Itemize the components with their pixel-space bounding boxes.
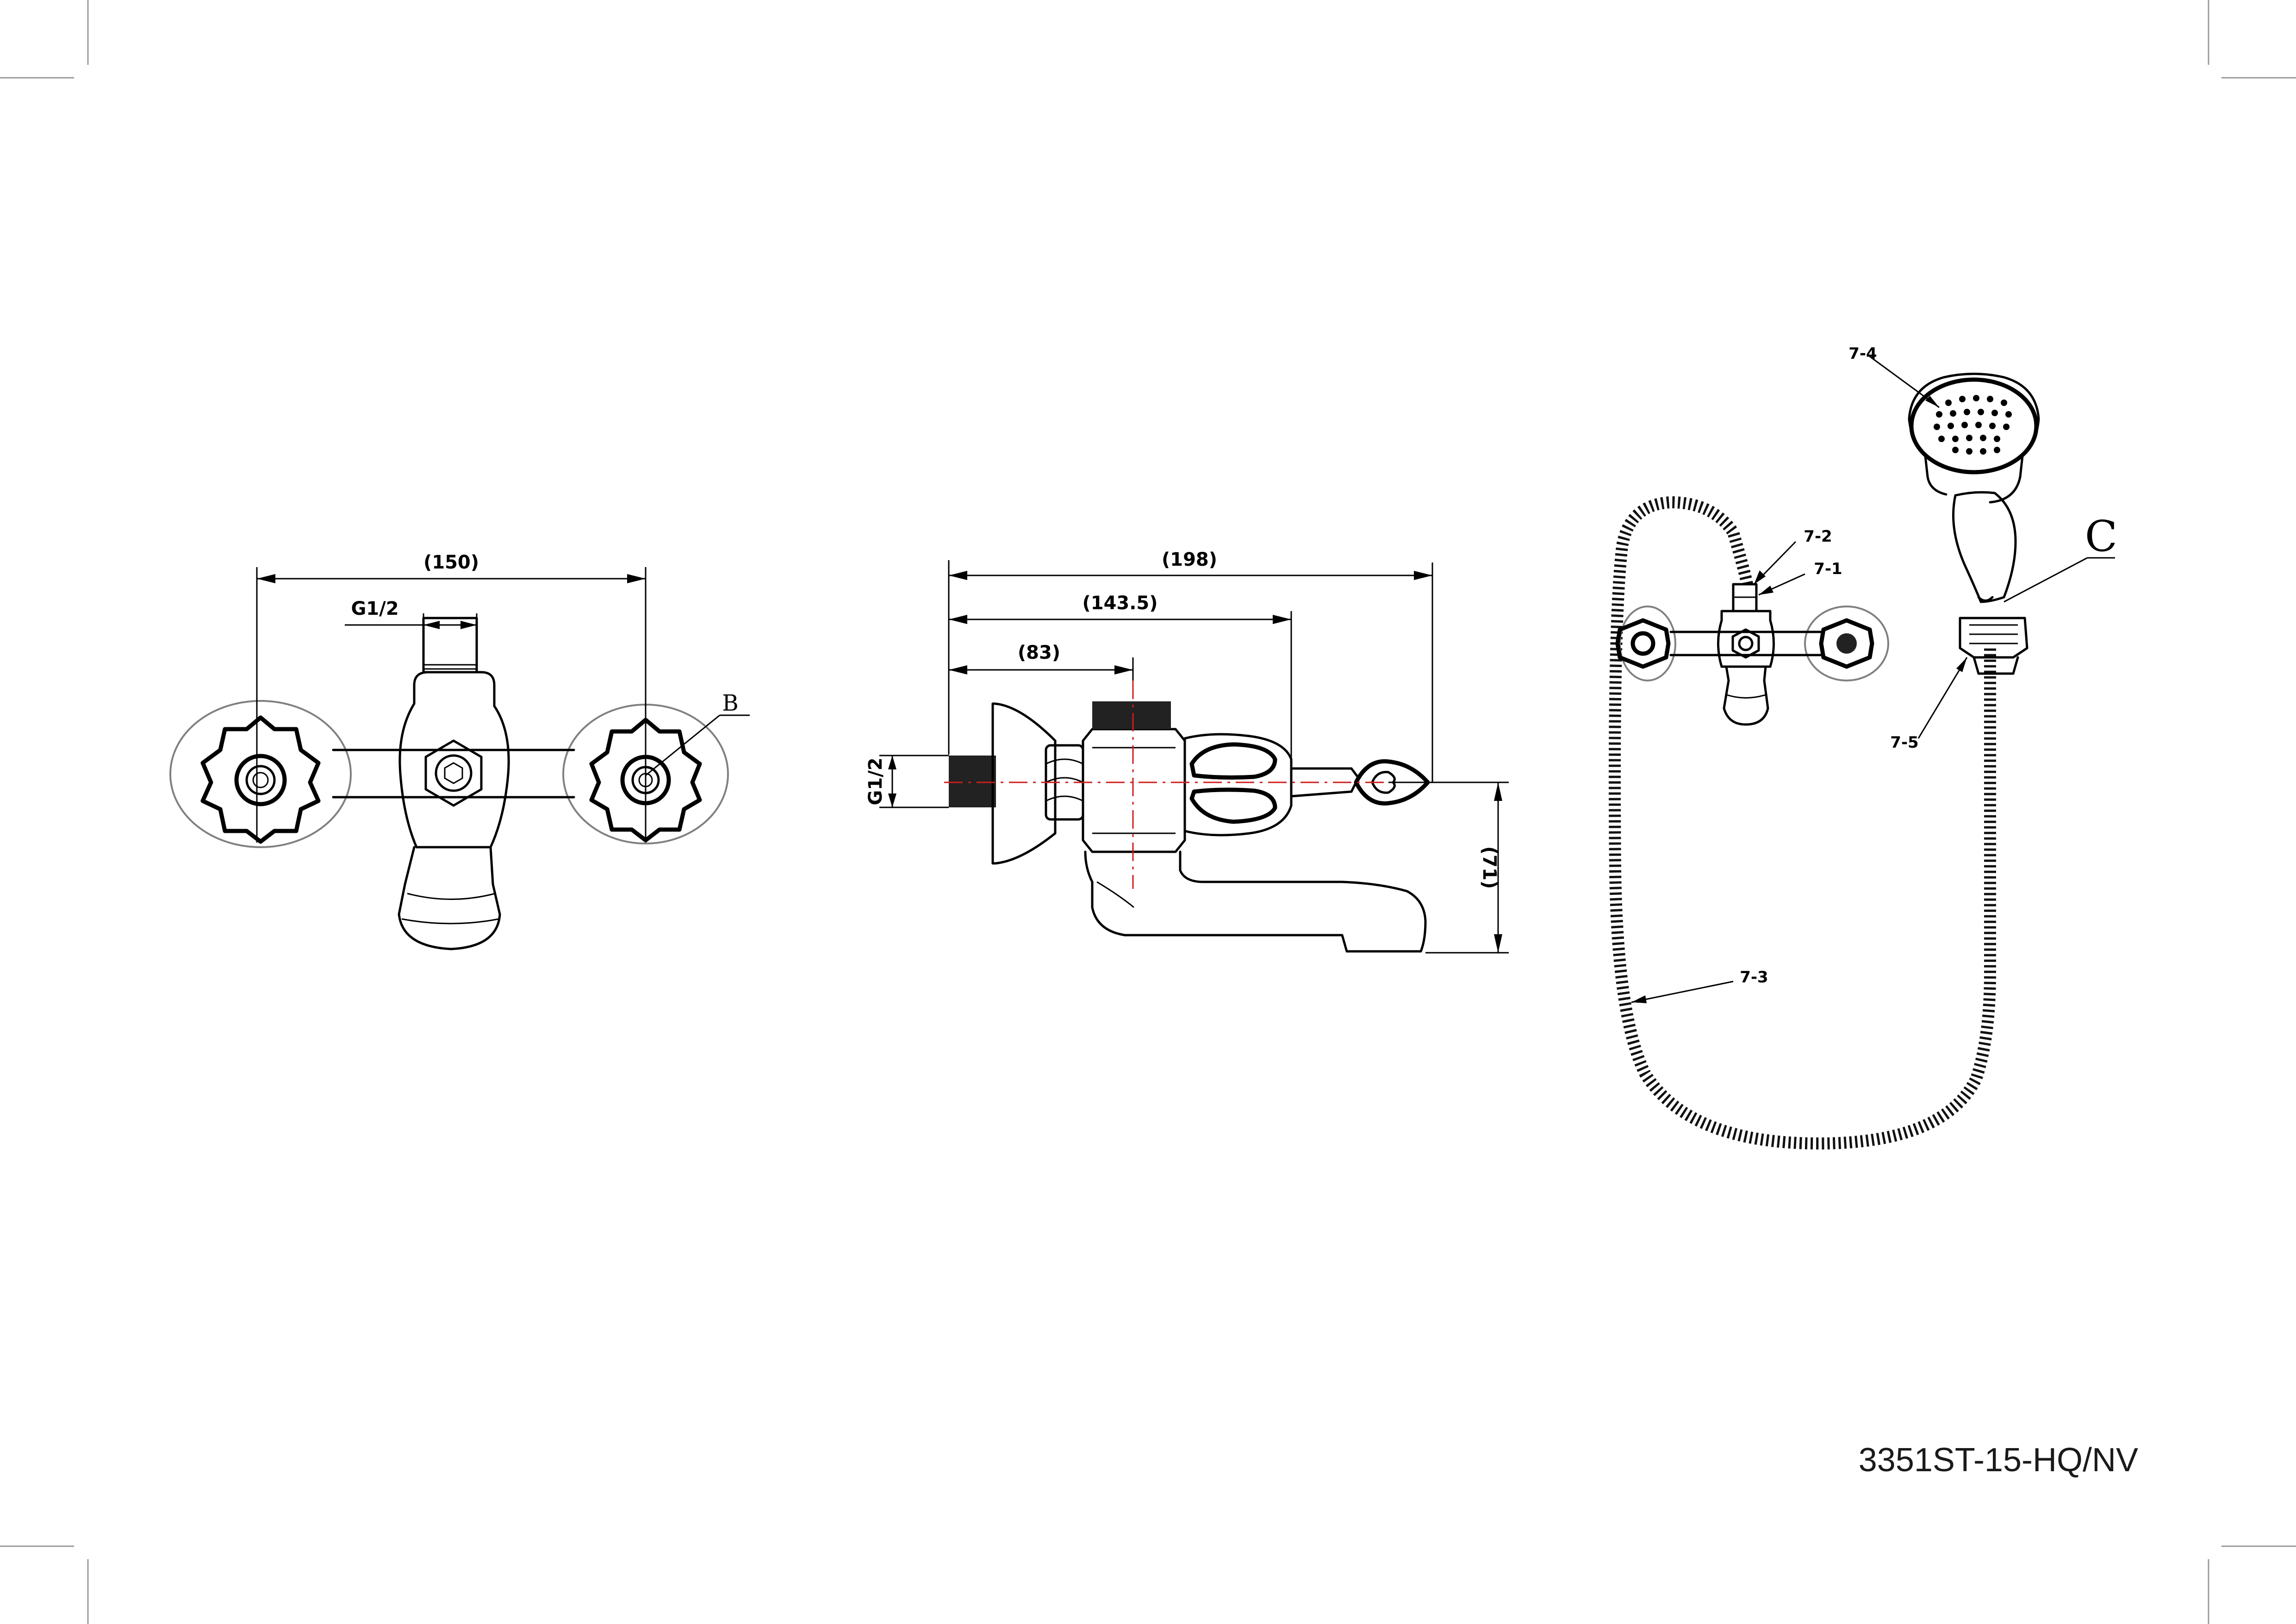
center-body bbox=[398, 671, 510, 849]
callout-b-leader bbox=[645, 714, 720, 776]
mini-right-handle bbox=[1819, 618, 1874, 669]
part-label-7-5: 7-5 bbox=[1890, 733, 1918, 752]
mini-spout bbox=[1723, 665, 1769, 726]
lever-top-lobe bbox=[1189, 742, 1277, 780]
mini-center-body bbox=[1717, 610, 1775, 668]
wall-thread bbox=[949, 756, 996, 807]
dim-83-label: (83) bbox=[1018, 642, 1060, 663]
shower-head-face bbox=[1909, 377, 2039, 475]
spout-front bbox=[398, 846, 501, 950]
part-label-7-3: 7-3 bbox=[1740, 968, 1768, 987]
dim-71-label: (71) bbox=[1479, 846, 1500, 889]
leader-7-3 bbox=[1631, 981, 1734, 1003]
side-view: (198) (143.5) (83) G1/2 (71) bbox=[865, 549, 1509, 954]
dim-150-label: (150) bbox=[423, 552, 479, 573]
part-label-7-4: 7-4 bbox=[1848, 344, 1877, 363]
thread-label-side: G1/2 bbox=[865, 757, 886, 805]
leader-c bbox=[2004, 557, 2088, 603]
shower-holder bbox=[1959, 617, 2028, 659]
left-escutcheon bbox=[169, 700, 352, 848]
spout-side bbox=[1084, 850, 1427, 953]
shower-set-view: 7-4 7-2 7-1 7-3 7-5 C bbox=[1609, 344, 2117, 1150]
top-outlet-thread bbox=[1092, 701, 1171, 729]
callout-b-label: B bbox=[722, 690, 738, 716]
handle-end bbox=[1977, 596, 1994, 602]
left-handle bbox=[200, 715, 321, 844]
callout-c-label: C bbox=[2085, 512, 2117, 561]
lever-bottom-lobe bbox=[1189, 787, 1277, 824]
shower-nozzle-dots bbox=[1934, 395, 2012, 455]
model-number: 3351ST-15-HQ/NV bbox=[1859, 1442, 2138, 1479]
leader-7-5 bbox=[1917, 657, 1968, 739]
mini-right-escutcheon bbox=[1804, 606, 1889, 681]
mini-left-escutcheon bbox=[1619, 606, 1676, 681]
front-view: (150) G1/2 B bbox=[169, 552, 750, 950]
dim-143-label: (143.5) bbox=[1082, 593, 1157, 614]
mini-left-handle bbox=[1615, 618, 1671, 669]
dim-198-label: (198) bbox=[1162, 549, 1217, 570]
lever-body bbox=[1183, 733, 1293, 837]
shower-handle bbox=[1952, 491, 2017, 603]
top-thread-stub bbox=[422, 617, 478, 674]
part-label-7-1: 7-1 bbox=[1814, 560, 1842, 578]
center-hex-nut bbox=[424, 739, 483, 807]
thread-label-front: G1/2 bbox=[351, 598, 398, 619]
shower-hose bbox=[1609, 496, 1996, 1150]
wall-flange bbox=[991, 702, 1057, 865]
part-label-7-2: 7-2 bbox=[1804, 527, 1832, 546]
body-bar bbox=[332, 749, 575, 799]
